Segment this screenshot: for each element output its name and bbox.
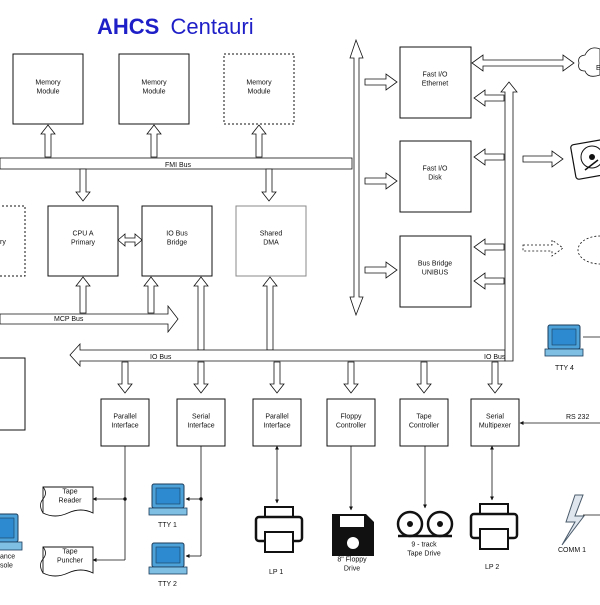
- rs232-label: RS 232: [566, 414, 589, 421]
- io-bus-drop-arrow: [269, 361, 285, 394]
- io-bus: IO Bus IO Bus: [69, 342, 506, 368]
- interface-box-frame: [399, 398, 449, 447]
- tape-drive-icon: [396, 510, 454, 538]
- unibus-arrow: [522, 239, 564, 257]
- ethernet-cloud-arrow: [471, 54, 575, 72]
- unibus-cloud-icon: [577, 235, 600, 265]
- fmi-bus-label: FMI Bus: [165, 162, 192, 169]
- io-bus-drop-arrow: [193, 361, 209, 394]
- io-bus-label-left: IO Bus: [150, 354, 172, 361]
- lp1-label: LP 1: [269, 569, 283, 576]
- mcp-up-arrows: [75, 276, 159, 314]
- fmi-bus: FMI Bus: [0, 157, 353, 170]
- riser-to-right: [473, 89, 505, 290]
- bridge-to-io-bus: [193, 276, 278, 351]
- memory-arrows: [40, 124, 267, 158]
- tty1-label: TTY 1: [158, 522, 177, 529]
- hard-disk-icon: [570, 139, 600, 180]
- tty2-label: TTY 2: [158, 581, 177, 588]
- tty4-terminal-icon: [544, 324, 584, 357]
- io-bus-drop-arrow: [416, 361, 432, 394]
- io-bus-drop-arrow: [343, 361, 359, 394]
- tty2-terminal-icon: [148, 542, 188, 575]
- mcp-bus-label: MCP Bus: [54, 316, 84, 323]
- partial-left-box: ry: [0, 205, 26, 277]
- console-terminal-icon: [0, 513, 23, 551]
- io-bus-label-right: IO Bus: [484, 354, 506, 361]
- comm1-label: COMM 1: [558, 547, 586, 554]
- interface-box-frame: [470, 398, 520, 447]
- tty4-label: TTY 4: [555, 365, 574, 372]
- interface-box-frame: [176, 398, 226, 447]
- lp2-printer-icon: [469, 503, 519, 550]
- tape-lines: [92, 446, 203, 562]
- interface-box-frame: [252, 398, 302, 447]
- tty1-terminal-icon: [148, 483, 188, 516]
- partial-console-box: [0, 357, 26, 431]
- lp2-label: LP 2: [485, 564, 499, 571]
- disk-arrow: [522, 150, 564, 168]
- cpu-bridge-arrow: [117, 233, 143, 247]
- interface-box-frame: [100, 398, 150, 447]
- partial-left-box-label: ry: [0, 239, 6, 246]
- sysbus-to-right: [364, 73, 398, 279]
- floppy-disk-icon: [332, 514, 374, 556]
- lp1-printer-icon: [254, 506, 304, 553]
- diagram-title: AHCS Centauri: [97, 14, 254, 39]
- interface-box-frame: [326, 398, 376, 447]
- cloud-top-label: E: [596, 65, 600, 72]
- comm1-lightning-icon: [561, 494, 586, 546]
- title-bold: AHCS: [97, 14, 159, 39]
- mcp-bus: MCP Bus: [0, 304, 179, 334]
- network-cloud-icon: [578, 47, 600, 77]
- io-bus-riser: [500, 81, 518, 362]
- title-regular: Centauri: [170, 14, 253, 39]
- system-bus-vertical: [349, 38, 364, 317]
- fmi-down-arrows: [75, 168, 277, 202]
- io-bus-drop-arrow: [117, 361, 133, 394]
- io-bus-drop-arrow: [487, 361, 503, 394]
